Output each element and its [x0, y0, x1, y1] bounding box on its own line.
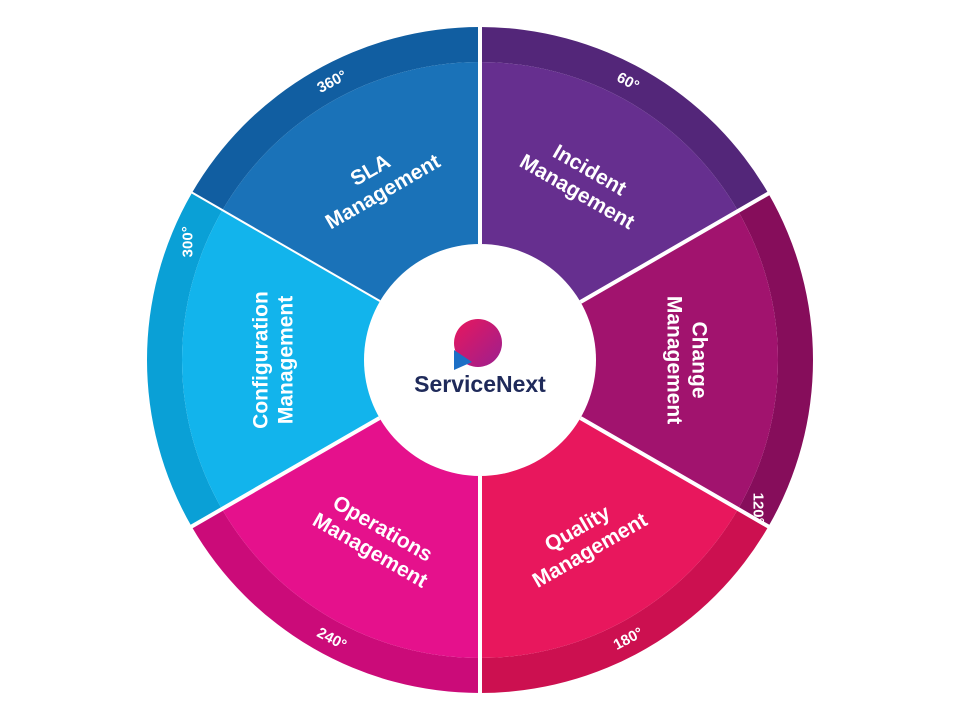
segments-layer	[147, 25, 813, 695]
segment-divider	[579, 190, 772, 304]
segment-label-line: Configuration	[250, 291, 273, 429]
center-hub: ServiceNext	[364, 244, 596, 476]
segment-divider	[579, 416, 772, 530]
segment-sla-rim	[191, 27, 481, 211]
segment-quality[interactable]	[480, 417, 739, 658]
segment-configuration-rim	[147, 193, 222, 527]
segment-operations-rim	[191, 509, 481, 693]
segment-divider	[188, 416, 381, 530]
segment-sla[interactable]	[221, 62, 480, 303]
segment-label-line: Management	[275, 296, 298, 424]
brand-name: ServiceNext	[414, 371, 546, 397]
brand-logo-icon	[454, 319, 502, 370]
segment-change[interactable]	[578, 211, 778, 509]
segment-quality-rim	[480, 509, 769, 693]
segment-incident[interactable]	[480, 62, 739, 303]
segment-configuration[interactable]	[182, 211, 382, 509]
segment-operations[interactable]	[221, 417, 480, 658]
segment-change-rim	[738, 193, 813, 527]
degree-label-change: 120°	[750, 493, 767, 524]
segment-label-line: Management	[663, 296, 686, 424]
degree-label-configuration: 300°	[179, 226, 196, 257]
segment-label-line: Change	[688, 321, 711, 398]
segment-incident-rim	[480, 27, 769, 211]
